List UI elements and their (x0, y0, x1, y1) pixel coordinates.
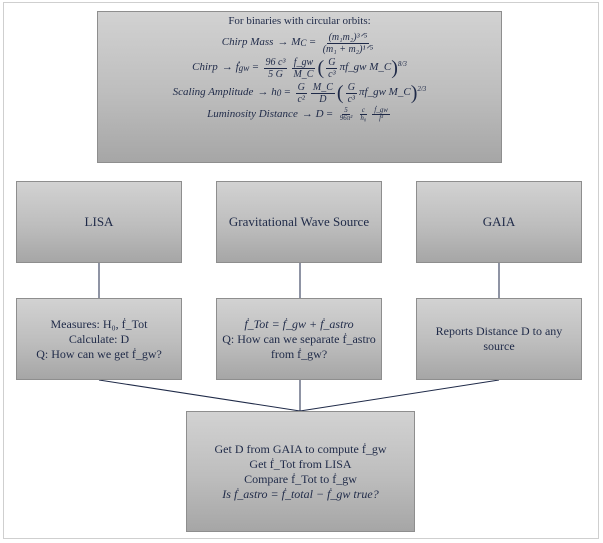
formula-luminosity-distance: Luminosity Distance → D = 5 96π² c h₀ ḟ_… (207, 105, 390, 123)
source-relation-box: ḟ_Tot = ḟ_gw + ḟ_astro Q: How can we sep… (216, 298, 382, 380)
diagram-frame (3, 2, 599, 539)
formula-title: For binaries with circular orbits: (228, 15, 371, 27)
converge-lisa (98, 379, 301, 412)
gw-source-box: Gravitational Wave Source (216, 181, 382, 263)
comparison-box: Get D from GAIA to compute ḟ_gw Get ḟ_To… (186, 411, 415, 532)
formula-box: For binaries with circular orbits: Chirp… (97, 11, 502, 163)
converge-gaia (299, 379, 500, 412)
lisa-measures-box: Measures: H₀, ḟ_Tot Calculate: D Q: How … (16, 298, 182, 380)
gaia-reports-box: Reports Distance D to any source (416, 298, 582, 380)
gaia-box: GAIA (416, 181, 582, 263)
lisa-box: LISA (16, 181, 182, 263)
